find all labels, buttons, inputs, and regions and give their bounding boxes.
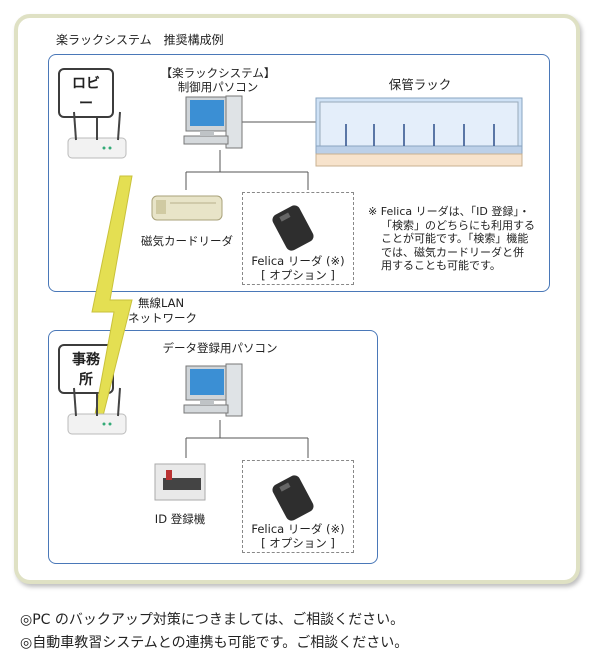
lobby-pc-icon [183, 95, 243, 149]
lobby-felica-option-box [242, 192, 354, 285]
lobby-zone [48, 54, 550, 292]
lobby-router-icon [67, 111, 127, 159]
note-line: では、磁気カードリーダと併 [381, 245, 524, 259]
network-label-2: ネットワーク [128, 311, 197, 325]
note-line: 用することも可能です。 [381, 259, 501, 272]
office-felica-label-1: Felica リーダ (※) [251, 522, 345, 536]
office-pc-icon [183, 363, 243, 417]
mag-reader-label: 磁気カードリーダ [141, 234, 233, 248]
lobby-pc-label-1: 【楽ラックシステム】 [160, 66, 276, 80]
rack-label: 保管ラック [388, 77, 452, 92]
lobby-label: ロビー [58, 68, 114, 118]
id-registration-device-icon [154, 463, 206, 501]
felica-note: ※ Felica リーダは、「ID 登録」・ 「検索」のどちらにも利用する こと… [368, 205, 548, 273]
network-label-1: 無線LAN [138, 296, 185, 310]
office-router-icon [67, 387, 127, 435]
note-line: ことが可能です。「検索」機能 [381, 232, 529, 245]
office-felica-reader-icon [272, 475, 314, 521]
office-felica-label-2: [ オプション ] [261, 536, 335, 550]
footer-line-1: ◎PC のバックアップ対策につきましては、ご相談ください。 [20, 612, 405, 628]
note-line: 「検索」のどちらにも利用する [381, 218, 535, 232]
id-device-label: ID 登録機 [154, 512, 206, 526]
storage-rack-icon [315, 97, 523, 167]
magnetic-card-reader-icon [151, 195, 223, 221]
office-pc-label: データ登録用パソコン [162, 341, 278, 355]
lobby-pc-label-2: 制御用パソコン [177, 80, 259, 94]
lobby-felica-label-1: Felica リーダ (※) [251, 254, 345, 268]
wireless-lightning-icon [91, 175, 133, 421]
lobby-felica-reader-icon [272, 205, 314, 251]
footer-line-2: ◎自動車教習システムとの連携も可能です。ご相談ください。 [20, 635, 409, 651]
lobby-felica-label-2: [ オプション ] [261, 268, 335, 282]
office-felica-option-box [242, 460, 354, 553]
note-line: ※ Felica リーダは、「ID 登録」・ [368, 205, 530, 218]
diagram-title: 楽ラックシステム 推奨構成例 [56, 33, 224, 47]
